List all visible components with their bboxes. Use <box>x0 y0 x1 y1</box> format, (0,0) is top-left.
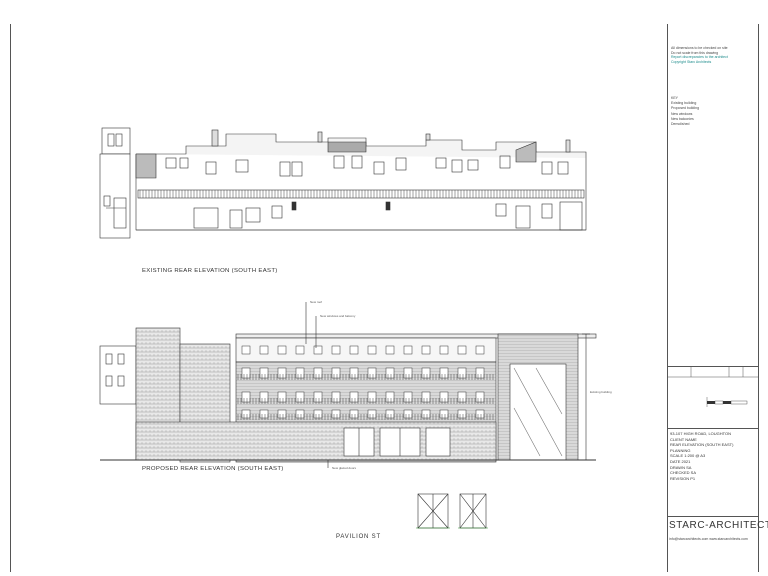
proposed-window <box>313 409 323 419</box>
proposed-window <box>349 391 359 403</box>
note-line: Do not scale from this drawing <box>671 50 719 55</box>
proposed-window <box>295 409 305 419</box>
key-line: KEY <box>671 96 679 100</box>
proposed-window <box>421 345 431 355</box>
client-name: CLIENT NAME <box>670 436 697 442</box>
sheet-border-left <box>10 24 11 572</box>
proposed-window <box>403 409 413 419</box>
proposed-window <box>439 409 449 419</box>
proposed-window <box>403 367 413 379</box>
key-line: Proposed building <box>671 106 700 111</box>
proposed-window <box>259 345 269 355</box>
elevations-svg <box>99 127 597 529</box>
info-row: SCALE 1:200 @ A3 <box>670 453 706 459</box>
proposed-window <box>331 409 341 419</box>
proposed-window <box>295 367 305 379</box>
proposed-window <box>385 391 395 403</box>
proposed-window <box>475 391 485 403</box>
callout-roof: New roof <box>310 300 323 304</box>
proposed-window <box>349 367 359 379</box>
proposed-window <box>331 345 341 355</box>
sheet-border-right <box>758 24 759 572</box>
proposed-window <box>259 367 269 379</box>
proposed-elevation-label: PROPOSED REAR ELEVATION (SOUTH EAST) <box>142 466 284 472</box>
firm-contact: info@starcarchitects.com www.starcarchit… <box>669 537 748 541</box>
proposed-window <box>313 345 323 355</box>
proposed-window <box>259 409 269 419</box>
proposed-window <box>439 391 449 403</box>
proposed-window <box>331 367 341 379</box>
key-line: Existing building <box>671 101 697 106</box>
proposed-window <box>277 367 287 379</box>
info-row: DRAWN SA <box>670 464 692 470</box>
elevation-drawings: EXISTING REAR ELEVATION (SOUTH EAST) PRO… <box>96 118 612 548</box>
proposed-window <box>421 391 431 403</box>
existing-elevation <box>99 127 587 239</box>
brand-divider <box>667 516 758 517</box>
drawing-title: REAR ELEVATION (SOUTH EAST) <box>670 442 734 448</box>
project-title: 93-107 HIGH ROAD, LOUGHTON <box>670 431 732 436</box>
proposed-window <box>241 409 251 419</box>
proposed-window <box>313 367 323 379</box>
proposed-window <box>241 391 251 403</box>
proposed-window <box>277 391 287 403</box>
project-info: 93-107 HIGH ROAD, LOUGHTON CLIENT NAME R… <box>667 428 758 519</box>
info-row: PLANNING <box>670 447 691 453</box>
proposed-window <box>331 391 341 403</box>
note-line: Copyright Starc Architects <box>671 59 712 64</box>
proposed-window <box>241 345 251 355</box>
callout-existing: Existing building <box>590 390 612 394</box>
key-line: Demolished <box>671 122 690 127</box>
street-label: PAVILION ST <box>336 534 381 540</box>
proposed-window <box>457 367 467 379</box>
proposed-window <box>367 409 377 419</box>
callout-doors: New glazed doors <box>332 466 357 470</box>
drawing-key: KEY Existing building Proposed building … <box>671 96 699 127</box>
proposed-window <box>385 367 395 379</box>
proposed-window <box>277 409 287 419</box>
existing-elevation-label: EXISTING REAR ELEVATION (SOUTH EAST) <box>142 268 278 274</box>
proposed-window <box>385 345 395 355</box>
proposed-window <box>403 391 413 403</box>
proposed-window <box>403 345 413 355</box>
proposed-elevation <box>99 302 597 468</box>
proposed-window <box>259 391 269 403</box>
title-block: All dimensions to be checked on site Do … <box>667 24 768 572</box>
info-row: DATE 2021 <box>670 458 691 464</box>
proposed-window <box>295 391 305 403</box>
proposed-window <box>385 409 395 419</box>
proposed-window <box>475 367 485 379</box>
callout-windows: New windows and balcony <box>320 314 356 318</box>
proposed-window <box>439 345 449 355</box>
proposed-window <box>439 367 449 379</box>
proposed-window <box>421 409 431 419</box>
proposed-window <box>367 367 377 379</box>
key-line: New windows <box>671 111 693 116</box>
gate-elevations <box>416 493 488 529</box>
firm-name: STARC-ARCHITECTS <box>669 520 768 531</box>
proposed-window <box>367 391 377 403</box>
scale-bar-svg <box>667 367 758 407</box>
proposed-window <box>349 345 359 355</box>
proposed-window <box>313 391 323 403</box>
note-line: All dimensions to be checked on site <box>671 46 728 50</box>
info-row: CHECKED SA <box>670 470 697 476</box>
drawing-notes: All dimensions to be checked on site Do … <box>671 46 755 64</box>
proposed-window <box>457 409 467 419</box>
proposed-window <box>277 345 287 355</box>
info-row: REVISION P1 <box>670 475 696 481</box>
proposed-window <box>457 391 467 403</box>
scale-bar-box <box>667 366 758 429</box>
sheet-border-titleblock <box>667 24 668 572</box>
proposed-window <box>475 409 485 419</box>
proposed-window <box>295 345 305 355</box>
key-line: New balconies <box>671 116 694 121</box>
proposed-window <box>367 345 377 355</box>
proposed-window <box>457 345 467 355</box>
note-line: Report discrepancies to the architect <box>671 55 728 59</box>
proposed-window <box>241 367 251 379</box>
proposed-window <box>349 409 359 419</box>
proposed-window <box>475 345 485 355</box>
proposed-window <box>421 367 431 379</box>
